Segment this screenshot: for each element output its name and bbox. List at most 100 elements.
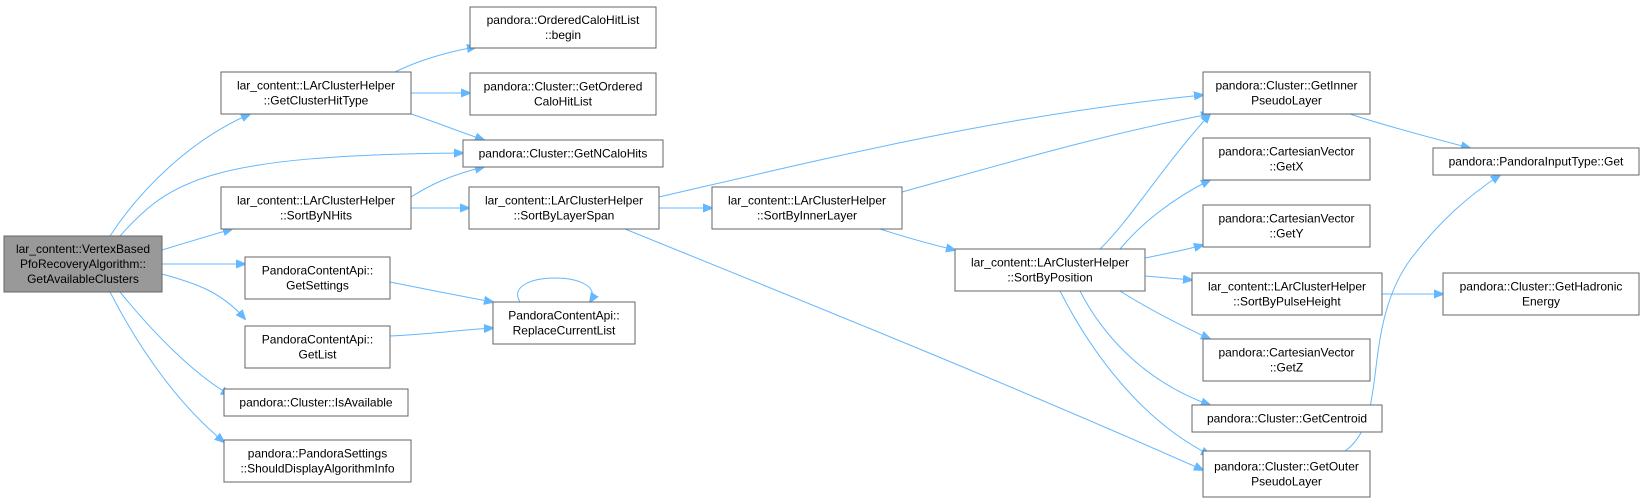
node-getNCaloHits[interactable]: pandora::Cluster::GetNCaloHits: [462, 139, 664, 168]
node-label-line: ::GetX: [1269, 160, 1303, 174]
node-label-line: lar_content::LArClusterHelper: [485, 194, 643, 208]
node-getList[interactable]: PandoraContentApi::GetList: [244, 325, 391, 369]
node-label-line: ReplaceCurrentList: [513, 324, 616, 338]
node-label-line: ::SortByLayerSpan: [514, 209, 615, 223]
node-label-line: pandora::PandoraInputType::Get: [1449, 155, 1624, 169]
node-label-line: ::GetY: [1269, 227, 1303, 241]
edge-root-to-shouldDisplay: [109, 291, 224, 442]
node-label-line: pandora::CartesianVector: [1218, 212, 1354, 226]
node-box: [462, 139, 664, 168]
node-getZ[interactable]: pandora::CartesianVector::GetZ: [1202, 338, 1371, 382]
edge-getClusterHitType-to-orderedBegin: [394, 47, 476, 73]
node-box: [469, 72, 657, 116]
node-getCentroid[interactable]: pandora::Cluster::GetCentroid: [1191, 404, 1383, 433]
node-sortByInnerLayer[interactable]: lar_content::LArClusterHelper::SortByInn…: [711, 186, 903, 230]
node-label-line: PseudoLayer: [1251, 475, 1322, 489]
edge-sortByPosition-to-getOuterPseudoLayer: [1059, 290, 1210, 455]
node-root: lar_content::VertexBasedPfoRecoveryAlgor…: [3, 235, 163, 293]
node-label-line: pandora::CartesianVector: [1218, 145, 1354, 159]
node-pandoraInputTypeGet[interactable]: pandora::PandoraInputType::Get: [1432, 147, 1640, 176]
node-label-line: pandora::Cluster::GetOrdered: [484, 80, 643, 94]
node-label-line: ::SortByPosition: [1007, 271, 1092, 285]
node-label-line: lar_content::LArClusterHelper: [728, 194, 886, 208]
node-box: [1442, 272, 1640, 316]
node-label-line: pandora::Cluster::IsAvailable: [239, 396, 393, 410]
node-label-line: ::SortByInnerLayer: [757, 209, 857, 223]
node-label-line: pandora::Cluster::GetNCaloHits: [479, 147, 648, 161]
node-sortByLayerSpan[interactable]: lar_content::LArClusterHelper::SortByLay…: [468, 186, 660, 230]
node-getSettings[interactable]: PandoraContentApi::GetSettings: [244, 256, 391, 300]
node-label-line: pandora::Cluster::GetInner: [1215, 79, 1357, 93]
node-shouldDisplay[interactable]: pandora::PandoraSettings::ShouldDisplayA…: [223, 439, 412, 483]
edge-sortByPosition-to-sortByPulseHeight: [1144, 276, 1192, 280]
edge-sortByPosition-to-getY: [1144, 245, 1203, 259]
node-box: [492, 301, 636, 345]
call-edges: [109, 47, 1500, 470]
node-label-line: GetAvailableClusters: [27, 272, 139, 286]
node-box: [468, 186, 660, 230]
node-isAvailable[interactable]: pandora::Cluster::IsAvailable: [223, 388, 409, 417]
edge-sortByPosition-to-getX: [1119, 180, 1210, 250]
node-label-line: ::ShouldDisplayAlgorithmInfo: [240, 462, 394, 476]
node-sortByPosition[interactable]: lar_content::LArClusterHelper::SortByPos…: [954, 248, 1146, 292]
node-box: [1432, 147, 1640, 176]
node-box: [1202, 137, 1371, 181]
node-box: [469, 6, 657, 49]
node-getY[interactable]: pandora::CartesianVector::GetY: [1202, 204, 1371, 248]
node-box: [1202, 338, 1371, 382]
node-orderedBegin[interactable]: pandora::OrderedCaloHitList::begin: [469, 6, 657, 49]
node-label-line: PandoraContentApi::: [262, 333, 373, 347]
edge-sortByPosition-to-getInnerPseudoLayer: [1099, 114, 1210, 250]
node-label-line: Energy: [1522, 295, 1560, 309]
node-label-line: ::SortByNHits: [280, 209, 352, 223]
node-label-line: pandora::PandoraSettings: [248, 447, 387, 461]
node-label-line: GetList: [298, 348, 337, 362]
edge-sortByInnerLayer-to-getInnerPseudoLayer: [901, 114, 1210, 193]
node-label-line: ::SortByPulseHeight: [1233, 295, 1341, 309]
edge-getList-to-replaceCurrentList: [389, 328, 493, 337]
node-box: [223, 439, 412, 483]
node-label-line: lar_content::LArClusterHelper: [971, 256, 1129, 270]
node-label-line: ::begin: [545, 28, 581, 42]
node-box: [3, 235, 163, 293]
edge-sortByNHits-to-getNCaloHits: [410, 167, 484, 198]
node-replaceCurrentList[interactable]: PandoraContentApi::ReplaceCurrentList: [492, 301, 636, 345]
edge-getSettings-to-replaceCurrentList: [389, 281, 493, 302]
node-sortByNHits[interactable]: lar_content::LArClusterHelper::SortByNHi…: [220, 186, 412, 230]
node-label-line: lar_content::LArClusterHelper: [237, 194, 395, 208]
edge-root-to-getNCaloHits: [119, 153, 463, 237]
node-label-line: PfoRecoveryAlgorithm::: [20, 257, 146, 271]
node-label-line: pandora::CartesianVector: [1218, 346, 1354, 360]
edge-root-to-isAvailable: [119, 291, 230, 395]
edge-root-to-getClusterHitType: [109, 114, 250, 237]
edge-replaceCurrentList-to-replaceCurrentList: [517, 277, 593, 302]
node-box: [220, 71, 412, 115]
node-box: [1191, 404, 1383, 433]
node-label-line: pandora::Cluster::GetOuter: [1214, 460, 1359, 474]
node-label-line: pandora::Cluster::GetHadronic: [1460, 280, 1623, 294]
node-box: [711, 186, 903, 230]
node-box: [223, 388, 409, 417]
edge-sortByLayerSpan-to-getOuterPseudoLayer: [624, 228, 1203, 470]
node-label-line: PandoraContentApi::: [508, 309, 619, 323]
function-nodes: lar_content::VertexBasedPfoRecoveryAlgor…: [3, 6, 1640, 498]
node-box: [1202, 450, 1371, 498]
node-sortByPulseHeight[interactable]: lar_content::LArClusterHelper::SortByPul…: [1191, 272, 1383, 316]
edge-root-to-sortByNHits: [161, 229, 232, 251]
node-getClusterHitType[interactable]: lar_content::LArClusterHelper::GetCluste…: [220, 71, 412, 115]
edge-sortByInnerLayer-to-sortByPosition: [879, 228, 955, 250]
edge-getInnerPseudoLayer-to-pandoraInputTypeGet: [1349, 113, 1470, 148]
node-label-line: PandoraContentApi::: [262, 264, 373, 278]
node-getX[interactable]: pandora::CartesianVector::GetX: [1202, 137, 1371, 181]
node-box: [954, 248, 1146, 292]
edge-root-to-getList: [161, 273, 245, 319]
node-label-line: lar_content::VertexBased: [16, 242, 150, 256]
edge-sortByPosition-to-getCentroid: [1079, 290, 1210, 405]
node-box: [244, 325, 391, 369]
edge-getClusterHitType-to-getNCaloHits: [410, 113, 484, 140]
